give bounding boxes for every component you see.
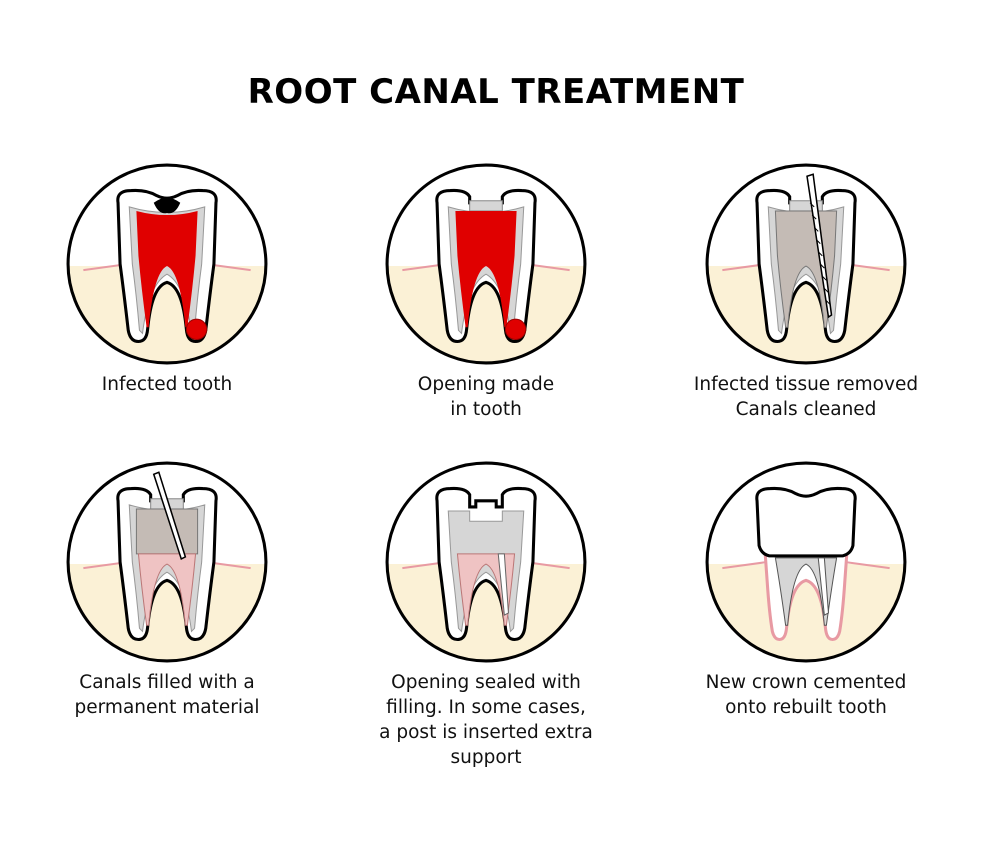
step-caption: Canals filled with a permanent material [17,670,317,720]
canals-filled-illustration [66,461,268,663]
opening-sealed-illustration [385,461,587,663]
caption-line: support [450,747,522,768]
caption-line: Canals cleaned [735,399,877,420]
caption-line: a post is inserted extra [379,722,593,743]
step-opening-sealed: Opening sealed with filling. In some cas… [336,460,636,770]
infected-tooth-illustration [66,163,268,365]
step-opening-made: Opening made in tooth [336,162,636,422]
step-caption: Opening made in tooth [336,372,636,422]
step-new-crown: New crown cemented onto rebuilt tooth [656,460,956,720]
step-tissue-removed: Infected tissue removed Canals cleaned [656,162,956,422]
step-caption: Infected tooth [17,372,317,397]
step-caption: New crown cemented onto rebuilt tooth [656,670,956,720]
new-crown-illustration [705,461,907,663]
caption-line: onto rebuilt tooth [725,697,887,718]
step-caption: Opening sealed with filling. In some cas… [336,670,636,770]
caption-line: filling. In some cases, [386,697,586,718]
step-caption: Infected tissue removed Canals cleaned [656,372,956,422]
step-infected-tooth: Infected tooth [17,162,317,397]
caption-line: Infected tooth [101,374,233,395]
caption-line: Canals filled with a [79,672,255,693]
step-canals-filled: Canals filled with a permanent material [17,460,317,720]
caption-line: Opening made [417,374,555,395]
caption-line: permanent material [74,697,260,718]
opening-made-illustration [385,163,587,365]
caption-line: in tooth [450,399,522,420]
caption-line: New crown cemented [705,672,907,693]
caption-line: Infected tissue removed [693,374,919,395]
caption-line: Opening sealed with [391,672,581,693]
tissue-removed-illustration [705,163,907,365]
page-title: ROOT CANAL TREATMENT [247,72,745,112]
